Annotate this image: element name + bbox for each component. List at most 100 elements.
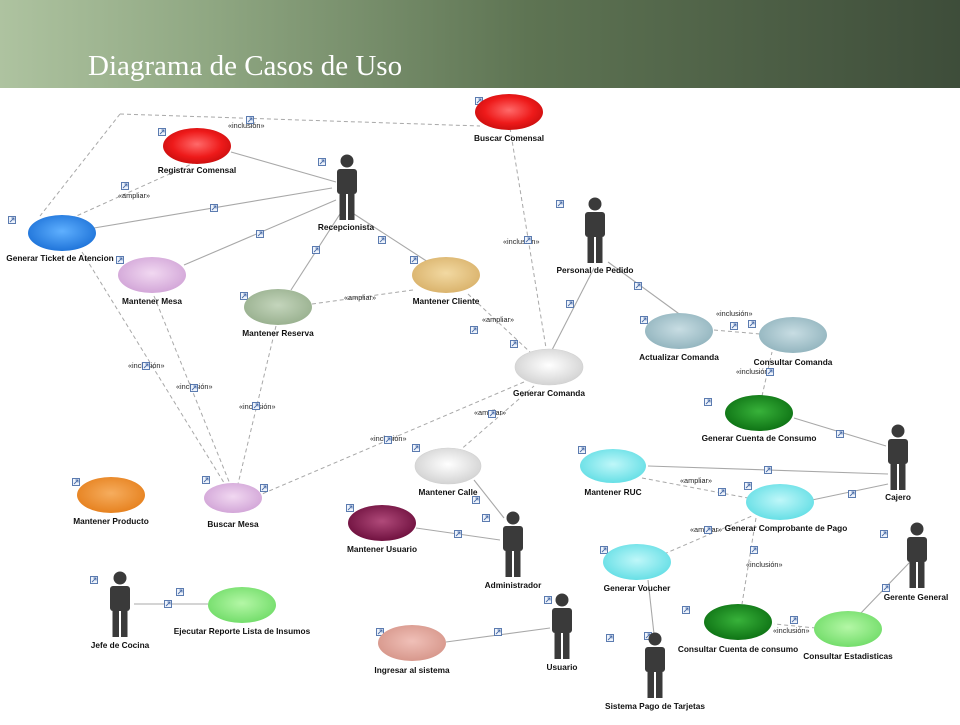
use-case-consultar-estadisticas[interactable]: Consultar Estadisticas (803, 611, 893, 661)
actor-gerente-general[interactable]: Gerente General (884, 522, 949, 603)
link-marker-icon (790, 616, 798, 624)
use-case-shape (204, 483, 262, 513)
link-marker-icon (158, 128, 166, 136)
link-marker-icon (8, 216, 16, 224)
actor-sistema-pago[interactable]: Sistema Pago de Tarjetas (605, 632, 705, 712)
use-case-consultar-comanda[interactable]: Consultar Comanda (754, 317, 833, 367)
link-marker-icon (72, 478, 80, 486)
link-marker-icon (121, 182, 129, 190)
link-marker-icon (606, 634, 614, 642)
link-marker-icon (470, 326, 478, 334)
link-marker-icon (410, 256, 418, 264)
actor-personal-pedido[interactable]: Personal de Pedido (557, 197, 634, 276)
use-case-generar-cuenta[interactable]: Generar Cuenta de Consumo (702, 395, 817, 443)
actor-icon (110, 571, 130, 637)
rel-label: «inclusión» (228, 121, 265, 130)
actor-label: Jefe de Cocina (91, 640, 150, 650)
use-case-mantener-reserva[interactable]: Mantener Reserva (242, 289, 314, 338)
use-case-generar-ticket[interactable]: Generar Ticket de Atencion (6, 215, 114, 263)
line-ticket-buscar-mesa (81, 251, 227, 487)
link-marker-icon (634, 282, 642, 290)
line-estadisticas-cuenta (773, 623, 817, 629)
actor-label: Personal de Pedido (557, 265, 634, 275)
use-case-label: Consultar Estadisticas (803, 651, 893, 661)
use-case-shape (412, 257, 480, 293)
use-case-mantener-mesa[interactable]: Mantener Mesa (118, 257, 186, 306)
link-marker-icon (566, 300, 574, 308)
link-marker-icon (704, 398, 712, 406)
use-case-generar-comprobante[interactable]: Generar Comprobante de Pago (725, 484, 848, 533)
use-case-label: Buscar Comensal (474, 133, 544, 143)
line-cliente-reserva (311, 289, 414, 305)
use-case-mantener-cliente[interactable]: Mantener Cliente (412, 257, 480, 306)
actor-recepcionista[interactable]: Recepcionista (318, 154, 375, 233)
link-marker-icon (260, 484, 268, 492)
link-marker-icon (880, 530, 888, 538)
actor-administrador[interactable]: Administrador (485, 511, 542, 591)
link-marker-icon (544, 596, 552, 604)
link-marker-icon (524, 236, 532, 244)
use-case-buscar-mesa[interactable]: Buscar Mesa (204, 483, 262, 529)
link-marker-icon (384, 436, 392, 444)
use-case-consultar-cuenta[interactable]: Consultar Cuenta de consumo (678, 604, 798, 654)
use-case-mantener-ruc[interactable]: Mantener RUC (580, 449, 646, 497)
actor-label: Gerente General (884, 592, 949, 602)
page-title: Diagrama de Casos de Uso (88, 50, 403, 82)
use-case-label: Generar Cuenta de Consumo (702, 433, 817, 443)
use-case-buscar-comensal[interactable]: Buscar Comensal (474, 94, 544, 143)
link-marker-icon (116, 256, 124, 264)
actor-jefe-cocina[interactable]: Jefe de Cocina (91, 571, 150, 651)
actor-usuario[interactable]: Usuario (547, 593, 578, 673)
use-case-label: Mantener Mesa (122, 296, 182, 306)
line-ruc-comprobante (641, 477, 749, 499)
title-banner: Diagrama de Casos de Uso (0, 0, 960, 88)
use-case-label: Mantener Reserva (242, 328, 314, 338)
link-marker-icon (510, 340, 518, 348)
line-admin-calle (473, 479, 505, 519)
rel-label: «inclusión» (773, 626, 810, 635)
link-marker-icon (488, 410, 496, 418)
use-case-shape (208, 587, 276, 623)
link-marker-icon (600, 546, 608, 554)
link-marker-icon (482, 514, 490, 522)
use-case-shape (244, 289, 312, 325)
use-case-mantener-producto[interactable]: Mantener Producto (73, 477, 149, 526)
use-case-ejecutar-reporte[interactable]: Ejecutar Reporte Lista de Insumos (174, 587, 311, 636)
use-case-mantener-calle[interactable]: Mantener Calle (414, 447, 482, 497)
line-cliente-comanda (467, 293, 531, 353)
use-case-label: Mantener Producto (73, 516, 149, 526)
actor-icon (907, 522, 927, 588)
link-marker-icon (836, 430, 844, 438)
link-marker-icon (682, 606, 690, 614)
use-case-generar-comanda[interactable]: Generar Comanda (513, 348, 585, 398)
line-actualizar-consultar (713, 329, 761, 335)
use-case-label: Generar Ticket de Atencion (6, 253, 113, 263)
line-comanda-buscar-mesa (261, 381, 525, 495)
use-case-generar-voucher[interactable]: Generar Voucher (603, 544, 671, 593)
link-marker-icon (454, 530, 462, 538)
line-reserva-buscar-mesa (237, 325, 277, 485)
use-case-shape (580, 449, 646, 483)
link-marker-icon (730, 322, 738, 330)
link-marker-icon (882, 584, 890, 592)
link-marker-icon (312, 246, 320, 254)
use-case-label: Registrar Comensal (158, 165, 236, 175)
actor-icon (503, 511, 523, 577)
actor-label: Administrador (485, 580, 542, 590)
use-case-shape (645, 313, 713, 349)
link-marker-icon (256, 230, 264, 238)
use-case-ingresar-sistema[interactable]: Ingresar al sistema (374, 625, 450, 675)
link-marker-icon (556, 200, 564, 208)
line-voucher-sistema (647, 579, 655, 635)
use-case-shape (814, 611, 882, 647)
link-marker-icon (848, 490, 856, 498)
actor-cajero[interactable]: Cajero (885, 424, 911, 503)
line-pedido-actualizar (607, 261, 683, 317)
use-case-registrar-comensal[interactable]: Registrar Comensal (158, 128, 236, 175)
link-marker-icon (176, 588, 184, 596)
rel-label: «ampliar» (680, 476, 712, 485)
use-case-mantener-usuario[interactable]: Mantener Usuario (347, 505, 417, 554)
use-case-label: Mantener Usuario (347, 544, 417, 554)
line-comprobante-cuenta (741, 517, 757, 605)
use-case-actualizar-comanda[interactable]: Actualizar Comanda (639, 313, 719, 362)
